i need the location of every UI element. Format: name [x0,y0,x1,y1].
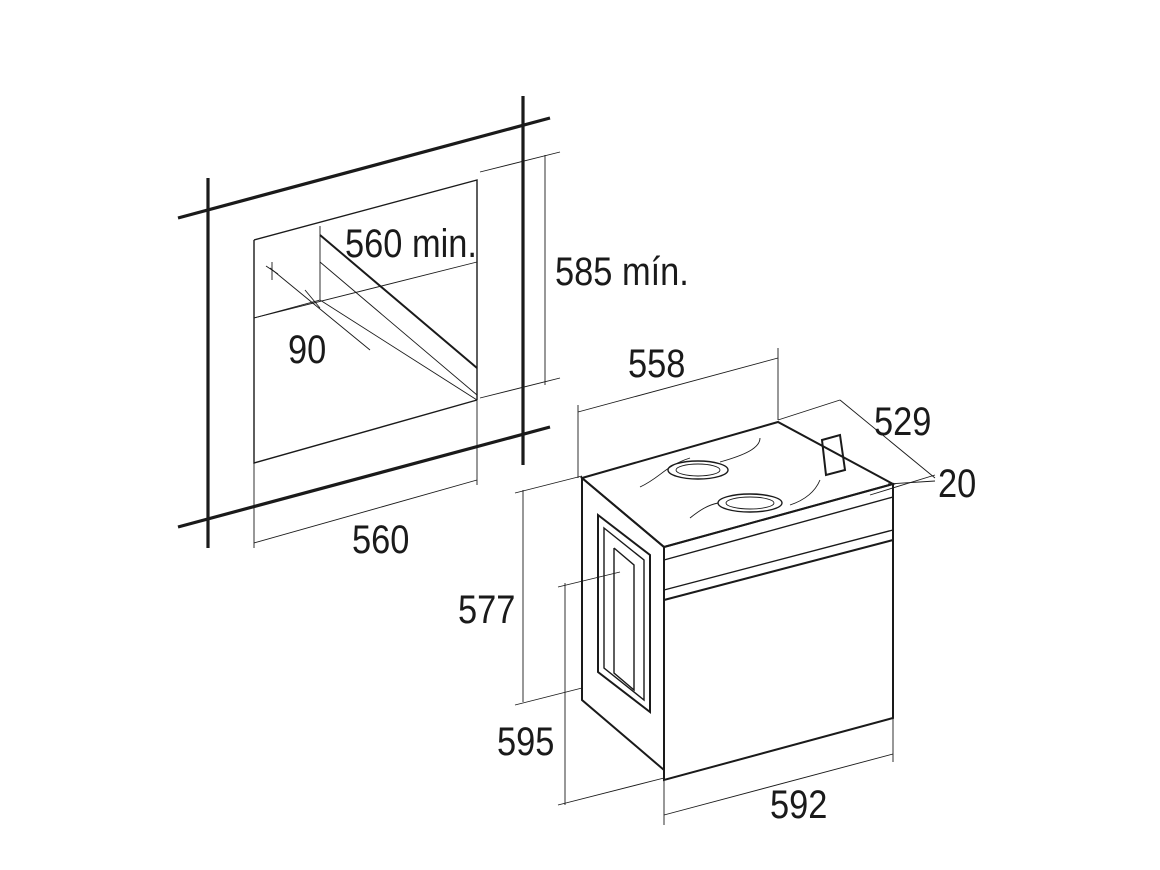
dim-label-body-height: 577 [458,588,516,632]
total-height-ext-bottom [557,777,665,806]
side-bracket-inner [603,526,645,702]
front-ext-line [869,474,936,496]
cabinet-niche [177,96,561,548]
side-bracket-outer [597,512,651,715]
oven [514,348,936,825]
dim-label-width-min: 560 min. [345,222,477,266]
control-strip-line [663,539,894,601]
front-top-edge [663,496,894,561]
dim-label-top-width: 558 [628,342,686,386]
front-width-dim-line [663,753,894,816]
dim-label-front: 20 [938,462,977,506]
vent-dim-line [269,267,371,351]
vent-dim-tick-c [304,289,321,309]
cabinet-top-line [177,116,551,220]
depth-ext-back [777,399,841,421]
cabinet-bottom-line [177,425,551,529]
oven-side [581,475,665,773]
total-height-ext-top [557,571,621,588]
niche-floor-diagonal [319,299,478,401]
top-recess-front [667,460,729,480]
niche-inner-diagonal-top [319,234,478,369]
top-width-dim-line [577,357,779,413]
body-height-ext-bottom [514,687,583,706]
height-dim-ext-top [479,151,561,173]
dim-label-vent: 90 [288,328,327,372]
width-dim-line [253,479,478,544]
top-recess-front-inner [675,463,721,477]
dim-label-height-min: 585 mín. [555,250,689,294]
front-dim-line [887,480,936,485]
oven-top [579,420,896,549]
dim-label-total-height: 595 [497,720,555,764]
control-strip-line-2 [663,529,894,591]
top-recess-back-inner [725,496,775,510]
dim-label-cabinet-width: 560 [352,518,410,562]
niche-inner-diagonal [319,261,478,396]
height-dim-ext-bottom [479,377,561,399]
dim-label-front-width: 592 [770,783,828,827]
depth-dim-line [839,399,936,479]
back-bracket [820,433,847,477]
side-slot [613,547,635,692]
niche-outline-top [253,179,478,400]
niche-back-line [253,261,478,319]
dim-label-depth: 529 [874,400,932,444]
top-embossing [639,437,821,519]
body-height-ext-top [514,475,583,494]
